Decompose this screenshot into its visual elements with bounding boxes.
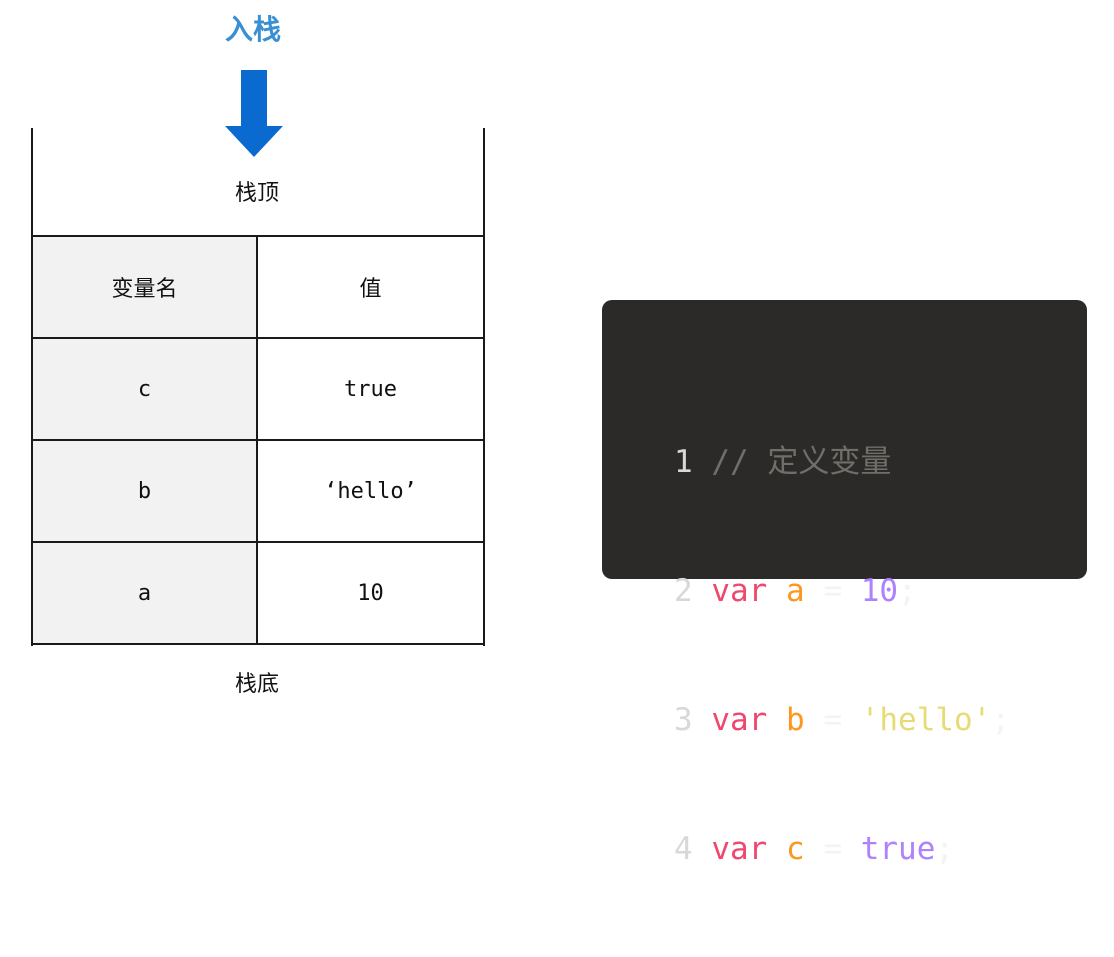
code-operator: =: [823, 573, 843, 609]
code-operator: =: [823, 831, 843, 867]
code-keyword: var: [711, 573, 768, 609]
code-semicolon: ;: [935, 831, 955, 867]
code-block: 1 // 定义变量 2 var a = 10; 3 var b = 'hello…: [674, 355, 1010, 957]
code-number: 10: [860, 573, 899, 609]
code-semicolon: ;: [898, 573, 917, 609]
stack-row: c true: [31, 337, 485, 441]
header-value: 值: [256, 235, 485, 339]
stack-top-label: 栈顶: [234, 181, 279, 206]
code-panel: 1 // 定义变量 2 var a = 10; 3 var b = 'hello…: [602, 300, 1087, 867]
stack-row-value: 10: [256, 541, 485, 645]
down-arrow-icon: [225, 70, 283, 157]
stack-wall-right: [483, 128, 485, 646]
line-number: 4: [674, 831, 693, 867]
code-semicolon: ;: [991, 702, 1011, 738]
stack-header-row: 变量名 值: [31, 235, 485, 339]
code-boolean: true: [860, 831, 936, 867]
stack-table: 变量名 值 c true b ‘hello’ a 10: [31, 235, 485, 645]
stack-row: b ‘hello’: [31, 439, 485, 543]
line-number: 3: [674, 702, 693, 738]
stack-row-name: a: [31, 541, 258, 645]
code-string: 'hello': [860, 702, 992, 738]
push-label: 入栈: [224, 13, 281, 46]
code-variable: c: [786, 831, 805, 867]
line-number: 2: [674, 573, 693, 609]
stack-row-value: ‘hello’: [256, 439, 485, 543]
code-line: 1 // 定义变量: [674, 441, 1010, 484]
code-line: 2 var a = 10;: [674, 570, 1010, 613]
code-keyword: var: [711, 831, 768, 867]
code-keyword: var: [711, 702, 768, 738]
code-comment: // 定义变量: [711, 444, 892, 480]
stack-row: a 10: [31, 541, 485, 645]
line-number: 1: [674, 444, 693, 480]
stack-row-name: c: [31, 337, 258, 441]
stack-bottom-label: 栈底: [234, 672, 279, 697]
stack-row-value: true: [256, 337, 485, 441]
code-variable: b: [786, 702, 805, 738]
code-line: 3 var b = 'hello';: [674, 699, 1010, 742]
code-line: 4 var c = true;: [674, 828, 1010, 871]
header-variable-name: 变量名: [31, 235, 258, 339]
code-variable: a: [786, 573, 805, 609]
stack-row-name: b: [31, 439, 258, 543]
code-operator: =: [823, 702, 843, 738]
